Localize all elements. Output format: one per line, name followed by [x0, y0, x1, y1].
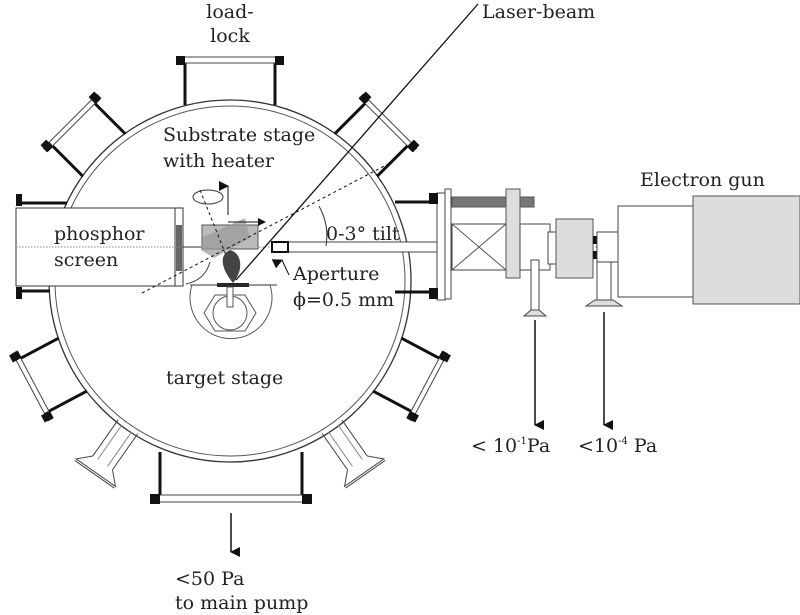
aperture-label: Aperture: [292, 263, 379, 285]
aperture: [271, 241, 289, 253]
aperture-size-label: ϕ=0.5 mm: [293, 289, 394, 311]
substrate-stage-label: Substrate stage: [163, 124, 315, 146]
load-lock-port: [176, 56, 284, 105]
laser-beam-line: [235, 3, 479, 281]
valve-1: [522, 259, 548, 317]
phosphor-label-2: screen: [54, 249, 118, 271]
phosphor-label: phosphor: [54, 223, 145, 245]
load-lock-label-2: lock: [210, 25, 250, 47]
electron-gun-assembly: [451, 188, 800, 430]
load-lock-label: load-: [206, 1, 253, 23]
tilt-arc: [318, 205, 328, 247]
substrate-stage: [141, 162, 391, 294]
phosphor-screen: [176, 225, 182, 271]
substrate-stage-label-2: with heater: [163, 150, 275, 172]
target-stage-label: target stage: [166, 367, 283, 389]
electron-gun-label: Electron gun: [640, 169, 765, 191]
target-stage: [189, 250, 277, 340]
valve-2: [584, 261, 624, 307]
main-pump-label: to main pump: [175, 592, 308, 614]
pressure-label-2: <10-4 Pa: [578, 435, 657, 457]
main-pump-pressure-label: <50 Pa: [175, 568, 244, 590]
pressure-label-1: < 10-1Pa: [471, 435, 550, 457]
laser-beam-label: Laser-beam: [482, 1, 595, 23]
main-pump-port: [150, 452, 312, 557]
electron-beam-tube: [271, 188, 452, 301]
tilt-label: 0-3° tilt: [326, 223, 400, 245]
